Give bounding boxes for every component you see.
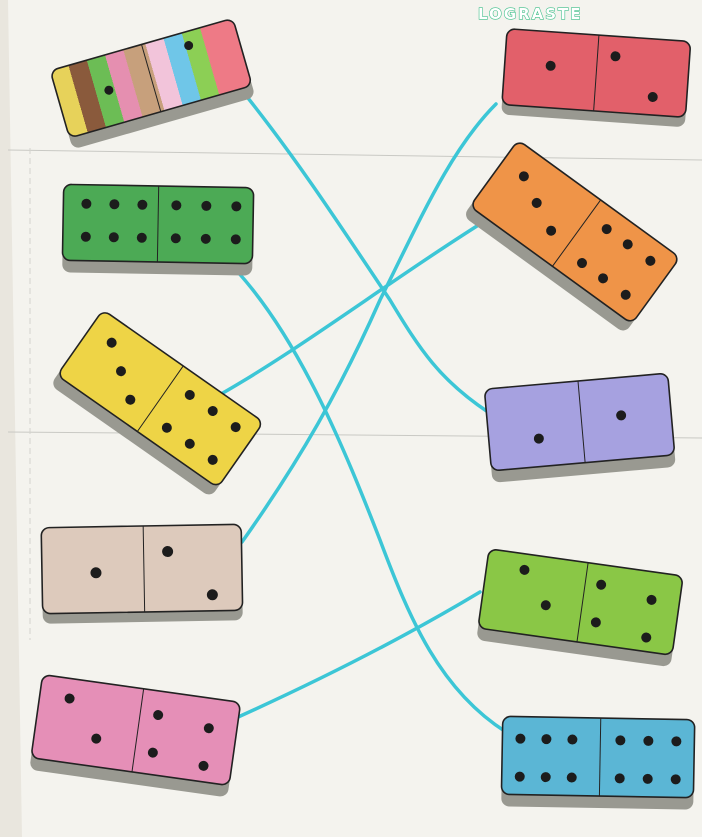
domino-left-4 xyxy=(41,524,243,623)
domino-right-5 xyxy=(501,716,695,809)
domino-left-2 xyxy=(62,184,254,275)
lograste-stamp: LOGRASTE xyxy=(478,5,583,23)
domino-right-3 xyxy=(484,373,675,483)
stamp-text: LOGRASTE xyxy=(478,5,583,23)
domino-right-1 xyxy=(501,29,691,128)
